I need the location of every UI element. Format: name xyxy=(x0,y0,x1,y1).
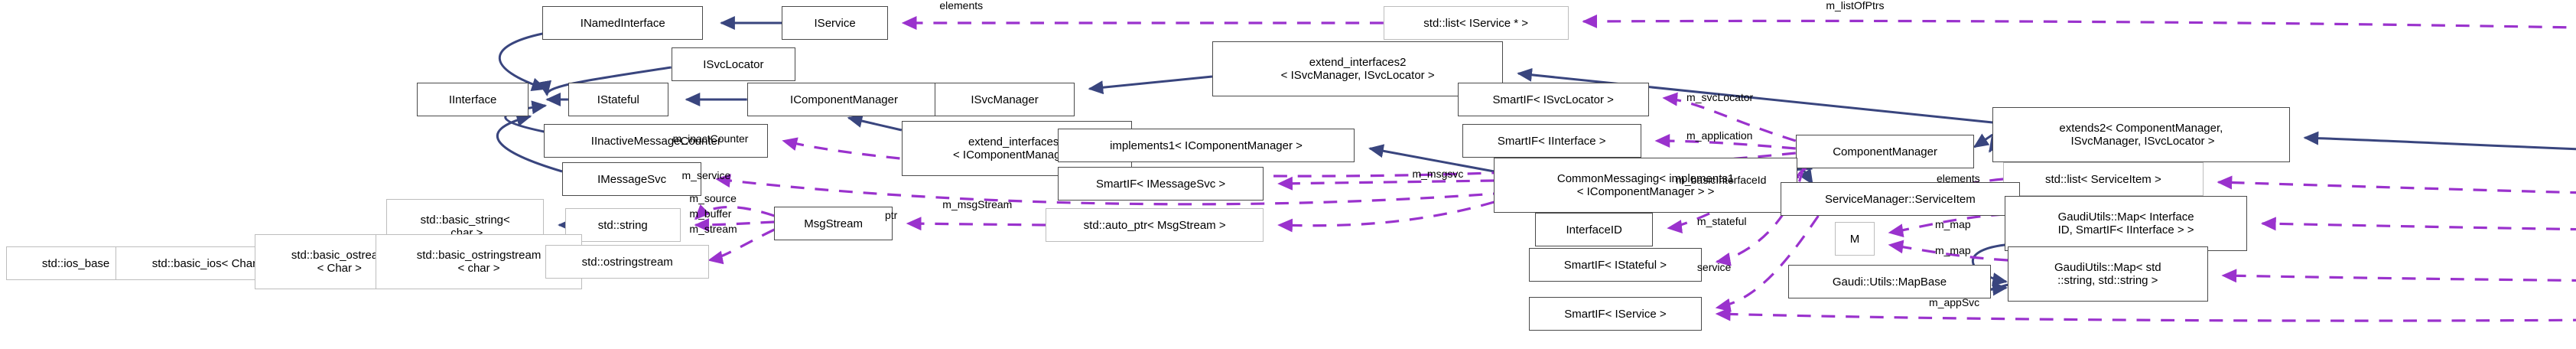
node-extends2[interactable]: extends2< ComponentManager, ISvcManager,… xyxy=(1992,107,2290,162)
node-istateful[interactable]: IStateful xyxy=(568,83,668,116)
edge-label-elements-cm: elements xyxy=(1936,172,1980,184)
edge-label-m-buffer: m_buffer xyxy=(689,207,732,220)
edge-label-m-msgsvc: m_msgsvc xyxy=(1412,168,1464,180)
edge-label-m-application: m_application xyxy=(1686,129,1753,142)
node-std-list-serviceitem[interactable]: std::list< ServiceItem > xyxy=(2003,162,2204,196)
edge-label-m-msgstream: m_msgStream xyxy=(942,198,1013,210)
node-m[interactable]: M xyxy=(1835,222,1875,256)
edge-label-m-stateful: m_stateful xyxy=(1696,215,1747,227)
node-iinterface[interactable]: IInterface xyxy=(416,83,529,116)
node-std-list-iservice[interactable]: std::list< IService * > xyxy=(1383,6,1569,40)
node-smartif-isvclocator[interactable]: SmartIF< ISvcLocator > xyxy=(1457,83,1649,116)
node-std-ostringstream[interactable]: std::ostringstream xyxy=(545,245,710,279)
node-imessagesvc[interactable]: IMessageSvc xyxy=(562,162,702,196)
node-iservice[interactable]: IService xyxy=(782,6,888,40)
node-gaudiutils-map-interfaceid[interactable]: GaudiUtils::Map< Interface ID, SmartIF< … xyxy=(2005,196,2248,251)
node-icomponentmanager[interactable]: IComponentManager xyxy=(746,83,942,116)
edge-label-m-listofptrs: m_listOfPtrs xyxy=(1826,0,1885,11)
node-smartif-iservice[interactable]: SmartIF< IService > xyxy=(1529,297,1702,331)
node-isvclocator[interactable]: ISvcLocator xyxy=(671,47,796,81)
node-isvcmanager[interactable]: ISvcManager xyxy=(935,83,1075,116)
edge-label-m-source: m_source xyxy=(689,192,737,204)
edge-label-m-basicinterfaceid: m_basicInterfaceId xyxy=(1676,174,1767,186)
node-std-string[interactable]: std::string xyxy=(564,208,681,242)
edge-label-m-appsvc: m_appSvc xyxy=(1929,296,1980,308)
edge-label-m-inactcounter: m_inactCounter xyxy=(672,132,749,145)
node-interfaceid[interactable]: InterfaceID xyxy=(1534,213,1654,246)
node-gaudi-utils-mapbase[interactable]: Gaudi::Utils::MapBase xyxy=(1787,265,1992,298)
edge-label-m-map-2: m_map xyxy=(1934,244,1971,256)
node-smartif-iinterface[interactable]: SmartIF< IInterface > xyxy=(1462,124,1641,158)
node-msgstream[interactable]: MsgStream xyxy=(774,207,893,240)
edge-label-service: service xyxy=(1696,261,1732,273)
edge-label-m-map-1: m_map xyxy=(1934,218,1971,230)
node-componentmanager[interactable]: ComponentManager xyxy=(1795,135,1975,168)
edge-label-elements-top: elements xyxy=(939,0,984,11)
node-smartif-imessagesvc[interactable]: SmartIF< IMessageSvc > xyxy=(1057,167,1264,201)
node-servicemanager-serviceitem[interactable]: ServiceManager::ServiceItem xyxy=(1780,182,2020,216)
node-iinactivemessagecounter[interactable]: IInactiveMessageCounter xyxy=(544,124,769,158)
node-inamedinterface[interactable]: INamedInterface xyxy=(542,6,704,40)
node-std-auto-ptr-msgstream[interactable]: std::auto_ptr< MsgStream > xyxy=(1046,208,1264,242)
node-implements1[interactable]: implements1< IComponentManager > xyxy=(1057,129,1355,162)
node-smartif-istateful[interactable]: SmartIF< IStateful > xyxy=(1529,248,1702,282)
edge-label-m-stream: m_stream xyxy=(689,223,737,235)
edge-label-m-svclocator: m_svcLocator xyxy=(1686,91,1754,103)
node-extend-interfaces2[interactable]: extend_interfaces2 < ISvcManager, ISvcLo… xyxy=(1212,41,1504,96)
node-gaudiutils-map-string[interactable]: GaudiUtils::Map< std ::string, std::stri… xyxy=(2008,246,2208,302)
edge-label-m-service: m_service xyxy=(681,169,731,181)
edge-label-ptr: ptr xyxy=(885,209,898,221)
